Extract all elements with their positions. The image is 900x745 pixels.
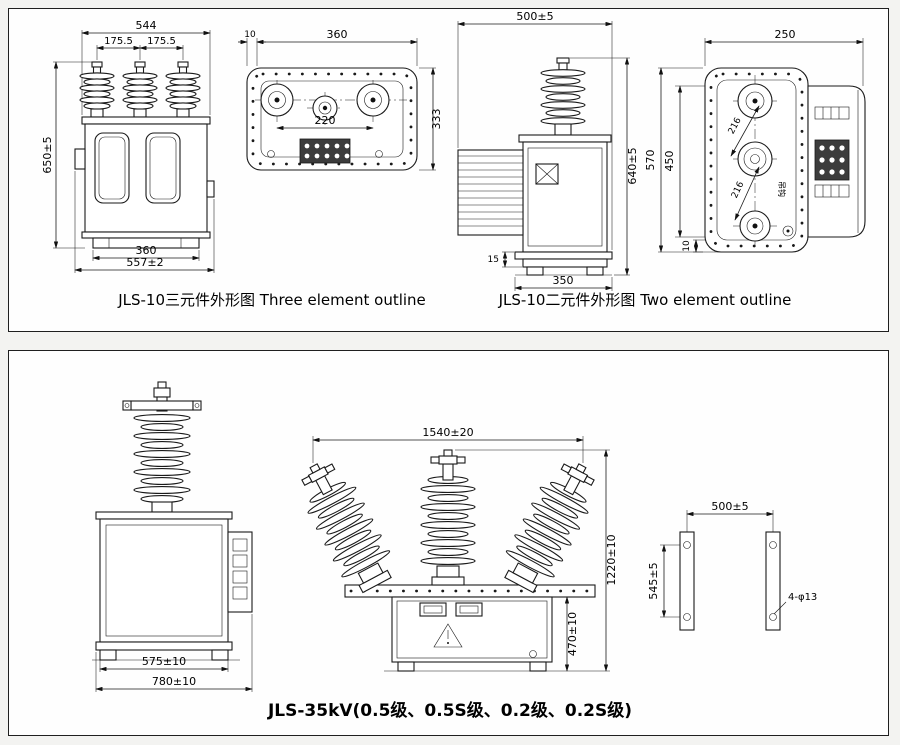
dim-top3-edge: 10 <box>244 30 256 40</box>
side-tab <box>206 180 215 198</box>
base-flange <box>514 251 613 260</box>
bushing-center <box>420 449 476 586</box>
mounting-strips: 500±5 545±5 4-φ13 <box>647 500 817 631</box>
dim-side2-base: 350 <box>553 274 574 287</box>
tank-top-plate <box>81 116 211 125</box>
bushing-35kv <box>122 381 202 513</box>
dim-front3-phase-right: 175.5 <box>147 36 176 47</box>
foot-right <box>529 661 547 672</box>
base-flange <box>95 641 233 651</box>
tank-top-plate <box>95 511 233 520</box>
bushing-phase-b <box>122 61 158 118</box>
foot-left <box>99 649 117 661</box>
two-element-top-view: 250 570 450 216 216 10 吊钩 <box>644 28 866 253</box>
side-terminal-box <box>74 148 86 170</box>
dim-front3-height: 650±5 <box>41 136 54 173</box>
meter-window-left <box>94 132 130 204</box>
dim-side2-height: 640±5 <box>626 147 639 184</box>
dim-strips-span: 500±5 <box>711 500 748 513</box>
base-flange <box>81 231 211 239</box>
base-block <box>522 258 608 268</box>
dim-front35-width: 1540±20 <box>422 426 473 439</box>
hole-2 <box>683 613 691 621</box>
two-element-side-view: 500±5 640±5 350 15 <box>457 10 639 291</box>
dim-strips-pitch: 545±5 <box>647 562 660 599</box>
caption-two-element: JLS-10二元件外形图 Two element outline <box>498 291 792 309</box>
label-lifting-hook: 吊钩 <box>777 181 787 197</box>
dim-front3-total: 544 <box>136 19 157 32</box>
cover-screw-right <box>375 150 383 158</box>
hole-1 <box>683 541 691 549</box>
three-element-top-view: 10 360 220 333 <box>238 28 443 171</box>
jls10-drawings: 544 175.5 175.5 650±5 360 557±2 <box>41 10 866 309</box>
terminal-panel <box>227 531 253 613</box>
dim-side2-step: 15 <box>488 255 499 265</box>
dim-front3-base: 360 <box>136 244 157 257</box>
foot-left <box>397 661 415 672</box>
radiator <box>457 149 524 236</box>
terminal-block <box>299 138 351 164</box>
dim-side2-width: 500±5 <box>516 10 553 23</box>
hole-3 <box>769 541 777 549</box>
strip-left <box>679 531 695 631</box>
foot-left <box>526 266 544 276</box>
dim-side35-body: 575±10 <box>142 655 186 668</box>
dim-top3-depth: 333 <box>430 109 443 130</box>
jls35-drawings: 575±10 780±10 <box>92 381 817 721</box>
cable-gland <box>529 650 537 658</box>
meter-window-right <box>145 132 181 204</box>
jls35-side-view: 575±10 780±10 <box>92 381 253 692</box>
dim-front35-height: 1220±10 <box>605 534 618 585</box>
dim-top3-width: 360 <box>327 28 348 41</box>
dim-side35-base: 780±10 <box>152 675 196 688</box>
dim-top2-edge: 10 <box>682 240 692 252</box>
base-block <box>92 237 200 249</box>
drain-plug <box>782 225 794 237</box>
bushing-phase-a <box>79 61 115 118</box>
hole-4 <box>769 613 777 621</box>
tank-body <box>522 141 608 253</box>
tank-body <box>99 518 229 643</box>
dim-front35-body: 470±10 <box>566 612 579 656</box>
bushing-phase-c <box>165 61 201 118</box>
dim-front3-phase-left: 175.5 <box>104 36 133 47</box>
tank-top-plate <box>518 134 612 143</box>
dim-top2-length: 570 <box>644 150 657 171</box>
bushing-hole-middle <box>737 141 773 177</box>
jls10-outline-panel: 544 175.5 175.5 650±5 360 557±2 <box>8 8 889 332</box>
jls35-outline-panel: 575±10 780±10 <box>8 350 889 736</box>
dim-top2-width: 250 <box>775 28 796 41</box>
foot-right <box>586 266 604 276</box>
dim-front3-overall: 557±2 <box>126 256 163 269</box>
bushing-left <box>289 452 402 599</box>
three-element-front-view: 544 175.5 175.5 650±5 360 557±2 <box>41 19 215 273</box>
strip-right <box>765 531 781 631</box>
cover-screw-left <box>267 150 275 158</box>
dim-top3-span: 220 <box>315 114 336 127</box>
caption-jls35: JLS-35kV(0.5级、0.5S级、0.2级、0.2S级) <box>267 700 632 721</box>
dim-top2-bolt-span: 450 <box>663 151 676 172</box>
caption-three-element: JLS-10三元件外形图 Three element outline <box>117 291 426 309</box>
dim-strips-holes: 4-φ13 <box>788 592 817 603</box>
foot-right <box>211 649 229 661</box>
jls35-front-view: 1540±20 1220±10 470±10 <box>289 426 618 672</box>
warning-triangle <box>433 623 463 648</box>
bushing-side <box>540 57 586 136</box>
bushing-right <box>494 452 607 599</box>
